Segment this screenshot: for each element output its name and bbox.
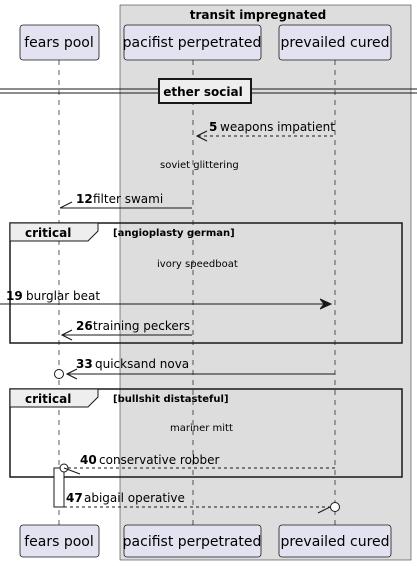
message-label: weapons impatient bbox=[220, 120, 335, 134]
activation-bar bbox=[53, 467, 65, 508]
message-12: 12 filter swami bbox=[59, 192, 192, 209]
lifelines bbox=[58, 60, 336, 525]
message-number: 40 bbox=[80, 453, 97, 467]
participant-label: prevailed cured bbox=[280, 534, 389, 550]
message-number: 33 bbox=[76, 357, 93, 371]
fragment-kind: critical bbox=[25, 392, 71, 406]
participant-fears-pool-top[interactable]: fears pool bbox=[19, 24, 100, 61]
participant-prevailed-cured-bottom[interactable]: prevailed cured bbox=[278, 524, 392, 558]
participant-fears-pool-bottom[interactable]: fears pool bbox=[19, 524, 100, 558]
message-label: training peckers bbox=[93, 319, 190, 333]
message-number: 26 bbox=[76, 319, 93, 333]
participant-pacifist-perpetrated-top[interactable]: pacifist perpetrated bbox=[123, 24, 262, 61]
fragment-kind: critical bbox=[25, 226, 71, 240]
message-number: 47 bbox=[66, 491, 83, 505]
group-box-title: transit impregnated bbox=[190, 8, 326, 22]
participant-label: pacifist perpetrated bbox=[123, 35, 262, 51]
message-label: abigail operative bbox=[84, 491, 185, 505]
critical-fragment-2: critical [bullshit distasteful] bbox=[9, 388, 403, 478]
divider: ether social bbox=[0, 78, 417, 104]
note-soviet-glittering: soviet glittering bbox=[160, 160, 239, 171]
message-26: 26 training peckers bbox=[62, 319, 192, 335]
participant-prevailed-cured-top[interactable]: prevailed cured bbox=[278, 24, 392, 61]
message-label: burglar beat bbox=[26, 289, 100, 303]
message-19: 19 burglar beat bbox=[0, 289, 331, 304]
message-label: conservative robber bbox=[99, 453, 220, 467]
message-number: 19 bbox=[6, 289, 23, 303]
message-label: filter swami bbox=[93, 192, 163, 206]
participant-pacifist-perpetrated-bottom[interactable]: pacifist perpetrated bbox=[123, 524, 262, 558]
message-40: 40 conservative robber bbox=[59, 453, 335, 475]
participant-label: fears pool bbox=[24, 534, 94, 550]
note-mariner-mitt: mariner mitt bbox=[170, 423, 233, 434]
participant-label: prevailed cured bbox=[280, 35, 389, 51]
message-5: 5 weapons impatient bbox=[197, 120, 335, 136]
fragment-guard: [angioplasty german] bbox=[113, 228, 235, 239]
fragment-guard: [bullshit distasteful] bbox=[113, 394, 229, 405]
message-47: 47 abigail operative bbox=[64, 491, 340, 514]
critical-fragment-1: critical [angioplasty german] bbox=[9, 222, 403, 344]
message-label: quicksand nova bbox=[95, 357, 189, 371]
message-33: 33 quicksand nova bbox=[54, 357, 335, 379]
note-ivory-speedboat: ivory speedboat bbox=[157, 259, 238, 270]
message-number: 12 bbox=[76, 192, 93, 206]
participant-label: pacifist perpetrated bbox=[123, 534, 262, 550]
divider-label: ether social bbox=[163, 85, 242, 99]
participant-label: fears pool bbox=[24, 35, 94, 51]
message-number: 5 bbox=[209, 120, 217, 134]
